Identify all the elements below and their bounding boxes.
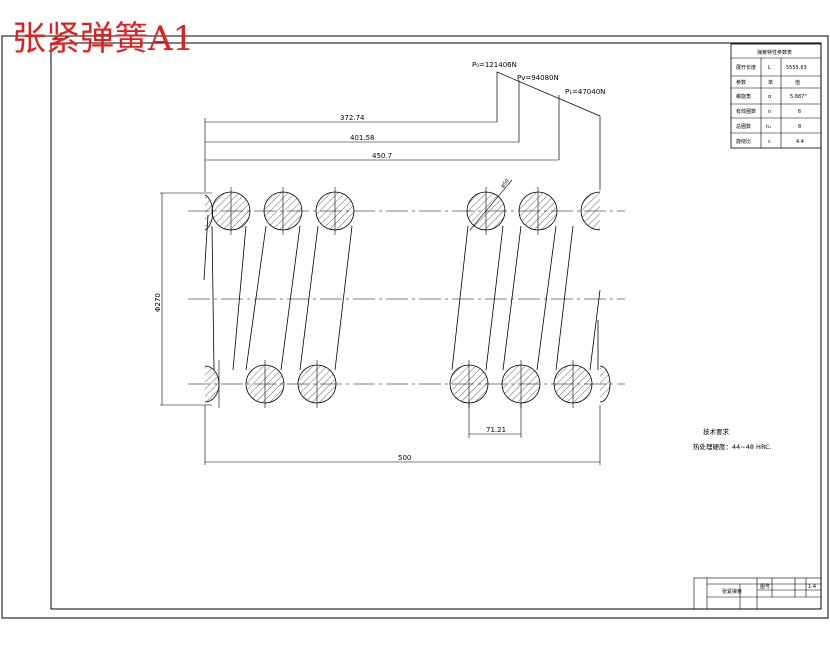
dim-450: 450.7: [372, 152, 392, 160]
dim-401: 401.58: [350, 134, 375, 142]
top-dimensions: [204, 118, 559, 192]
dim-length: 500: [398, 454, 411, 462]
dim-wire: φ50: [500, 178, 511, 189]
dim-372: 372.74: [340, 114, 365, 122]
table-row-sym: 单: [768, 79, 773, 86]
inner-border: [50, 42, 822, 610]
titleblock-scale: 1:4: [808, 584, 816, 590]
table-header: 弹簧特性参数表: [757, 49, 792, 56]
length-dimension: [204, 405, 601, 465]
outer-frame: [1, 35, 829, 619]
notes-heading: 技术要求: [703, 427, 730, 436]
table-row-name: 总圈数: [736, 123, 751, 130]
height-dimension: [160, 192, 212, 406]
table-row-val: 值: [795, 79, 800, 86]
table-row-name: 展开长度: [736, 64, 756, 71]
force-pv: Pv=94080N: [517, 74, 559, 82]
titleblock-name: 张紧弹簧: [722, 588, 742, 595]
table-row-name: 有效圈数: [736, 108, 756, 115]
force-p1: P₁=47040N: [565, 88, 605, 96]
table-row-sym: c: [768, 139, 771, 145]
parameter-table: 弹簧特性参数表 展开长度 L 5555.63 参数 单 值 螺旋角 α 5.88…: [730, 43, 822, 149]
table-row-val: 4.4: [796, 139, 804, 145]
table-row-sym: n₁: [766, 124, 771, 130]
coil-wires: [203, 214, 601, 371]
table-row-sym: α: [768, 94, 772, 100]
center-lines: [188, 210, 625, 385]
force-p0: P₀=121406N: [472, 61, 517, 69]
table-row-sym: n: [768, 109, 771, 115]
table-row-val: 6: [798, 109, 801, 115]
table-row-val: 8: [798, 124, 801, 130]
titleblock-sheet: 图号: [760, 584, 770, 590]
coil-sections-top: [204, 191, 601, 231]
table-row-name: 螺旋角: [736, 93, 751, 100]
table-row-name: 参数: [736, 79, 746, 86]
pitch-dimension: [468, 403, 522, 438]
table-row-name: 旋绕比: [736, 138, 751, 145]
dim-pitch: 71.21: [486, 426, 506, 434]
dim-height: Φ270: [154, 293, 162, 312]
table-row-val: 5555.63: [786, 65, 807, 71]
table-row-val: 5.887°: [790, 94, 807, 100]
section-center-marks: [218, 187, 574, 408]
notes-line1: 热处理硬度：44~48 HRC.: [693, 442, 772, 451]
table-row-sym: L: [768, 65, 771, 71]
force-diagram: [496, 71, 601, 190]
title-block: [693, 577, 822, 610]
wire-leader: [469, 179, 513, 231]
drawing-title: 张紧弹簧A1: [12, 19, 194, 59]
